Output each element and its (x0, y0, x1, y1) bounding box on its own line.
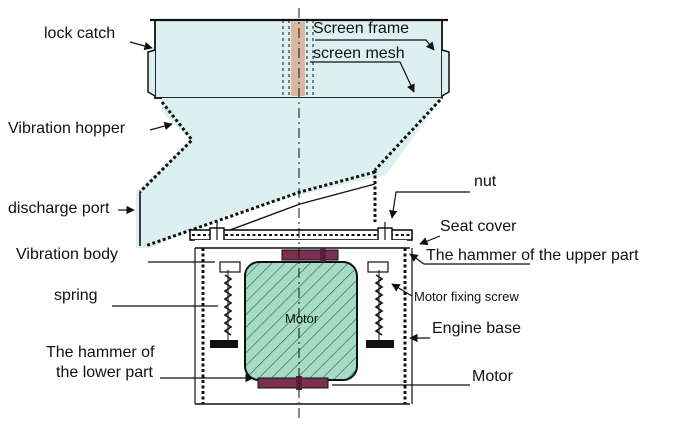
hammer-upper (281, 248, 339, 262)
label-screen-frame: Screen frame (313, 20, 409, 37)
label-hammer-lower-2: the lower part (56, 364, 153, 381)
label-spring: spring (54, 287, 98, 304)
label-hammer-lower-1: The hammer of (46, 344, 155, 361)
label-lock-catch: lock catch (44, 25, 115, 42)
label-nut: nut (474, 173, 497, 190)
leader-lines (112, 39, 530, 386)
label-screen-mesh: screen mesh (313, 45, 405, 62)
label-motor-inner: Motor (285, 311, 319, 326)
label-discharge-port: discharge port (8, 200, 110, 217)
label-seat-cover: Seat cover (440, 218, 517, 235)
label-vibration-body: Vibration body (16, 246, 118, 263)
label-motor: Motor (472, 368, 514, 385)
vibration-hopper (136, 98, 442, 248)
label-hammer-upper: The hammer of the upper part (426, 247, 639, 264)
label-motor-fixing-screw: Motor fixing screw (414, 289, 519, 304)
label-engine-base: Engine base (432, 320, 521, 337)
label-vibration-hopper: Vibration hopper (8, 120, 126, 137)
screen-mesh (282, 20, 314, 98)
hammer-lower (257, 376, 329, 390)
spring-right (374, 270, 384, 342)
spring-left (223, 270, 233, 342)
